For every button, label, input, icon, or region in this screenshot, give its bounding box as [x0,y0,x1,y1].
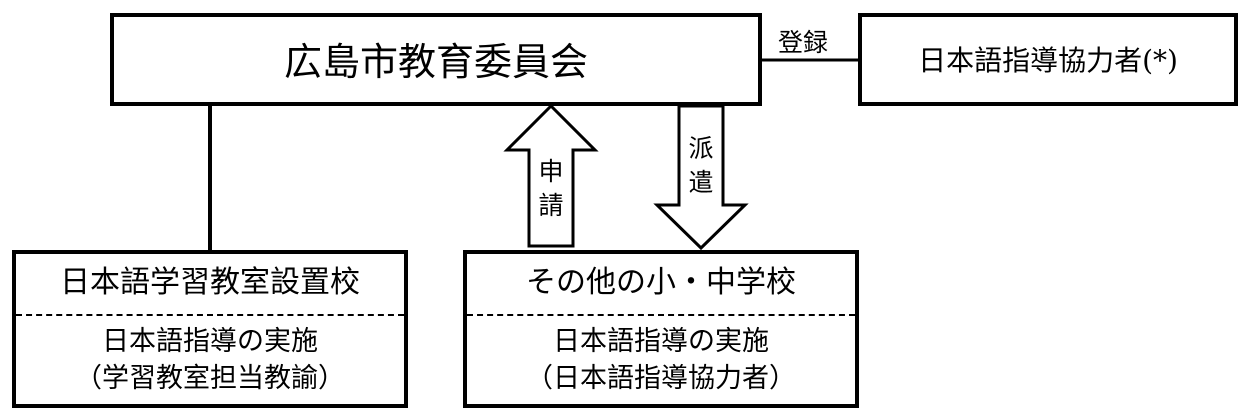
cooperator-box: 日本語指導協力者(*) [858,13,1238,106]
classroom-school-divider [16,314,404,316]
dispatch-arrow [653,104,749,251]
board-of-education-box: 広島市教育委員会 [110,13,762,106]
apply-arrow [503,103,599,248]
other-school-detail-1: 日本語指導の実施 [553,326,769,357]
other-school-title: その他の小・中学校 [526,265,796,300]
other-school-box: その他の小・中学校 日本語指導の実施 （日本語指導協力者） [463,250,859,408]
classroom-school-box: 日本語学習教室設置校 日本語指導の実施 （学習教室担当教諭） [12,250,408,408]
dispatch-label: 派 遣 [681,132,721,200]
dispatch-char-2: 遣 [688,168,714,197]
register-label: 登録 [774,28,833,58]
board-of-education-label: 広島市教育委員会 [283,40,588,84]
other-school-divider [467,314,855,316]
apply-label: 申 請 [531,155,571,223]
other-school-detail-2: （日本語指導協力者） [526,363,796,394]
apply-char-2: 請 [538,191,564,220]
cooperator-label: 日本語指導協力者(*) [918,44,1178,77]
classroom-school-detail-2: （学習教室担当教諭） [75,363,345,394]
apply-char-1: 申 [538,157,564,186]
classroom-school-detail-1: 日本語指導の実施 [102,326,318,357]
classroom-school-title: 日本語学習教室設置校 [60,265,360,300]
dispatch-char-1: 派 [688,134,714,163]
